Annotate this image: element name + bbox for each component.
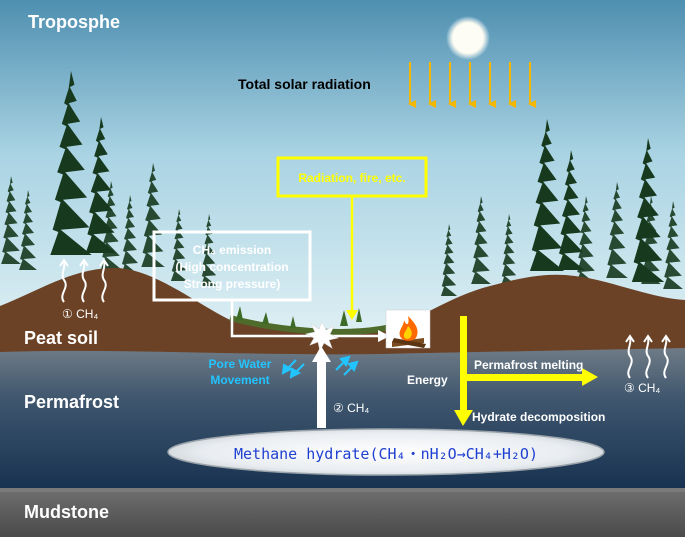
energy-arrow-shaft [460,316,467,412]
ch4-upward-arrow-head [312,346,331,362]
emission-connector [230,300,316,338]
pore-water-line-1: Pore Water [209,357,272,371]
troposphere-label: Troposphe [28,12,120,32]
energy-right-arrow-shaft [463,374,583,381]
emission-line-2: (High concentration [175,260,288,274]
sun-core [453,23,483,53]
grass-tufts [236,306,362,328]
energy-label: Energy [407,373,448,387]
permafrost-label: Permafrost [24,392,119,412]
energy-right-arrow-head [582,368,598,386]
solar-radiation-arrows [408,62,536,108]
radiation-arrow-head [346,310,358,320]
ch4-label-center: ② CH₄ [333,401,369,415]
radiation-label: Radiation, fire, etc. [298,171,405,185]
methane-wisp-icon [625,334,671,379]
energy-down-arrow-head [454,410,473,426]
methane-hydrate-label: Methane hydrate(CH₄・nH₂O→CH₄+H₂O) [234,445,538,463]
mudstone-layer [0,490,685,537]
emission-line-3: Strong pressure) [184,277,281,291]
permafrost-melting-label: Permafrost melting [474,358,583,372]
methane-wisp-icon [59,258,109,303]
hydrate-decomposition-label: Hydrate decomposition [472,410,605,424]
pore-water-line-2: Movement [210,373,269,387]
mudstone-boundary [0,488,685,492]
ch4-label-left: ① CH₄ [62,307,98,321]
emission-arrow-head [378,330,390,342]
emission-line-1: CH₄ emission [193,243,271,257]
ch4-upward-arrow-shaft [317,360,326,428]
peat-soil-label: Peat soil [24,328,98,348]
campfire-icon [385,309,431,349]
pore-water-arrows [281,355,359,379]
mudstone-label: Mudstone [24,502,109,522]
solar-radiation-label: Total solar radiation [238,76,371,92]
methane-hydrate-deposit [167,428,605,476]
peat-soil-layer [0,267,685,360]
ch4-label-right: ③ CH₄ [624,381,660,395]
